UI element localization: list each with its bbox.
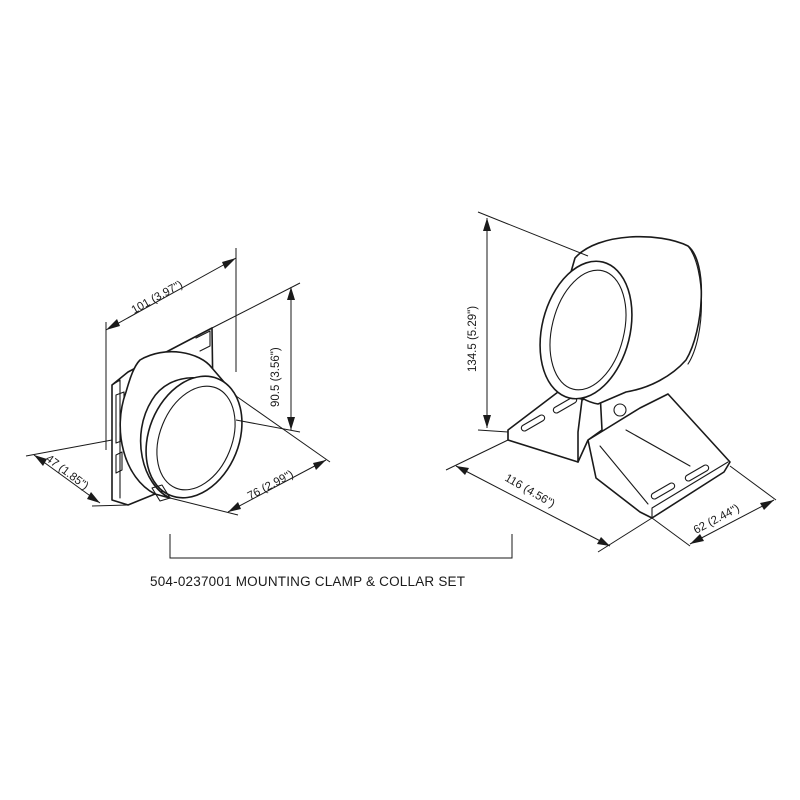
collar-height-dimension: 90.5 (3.56") — [211, 282, 301, 433]
part-caption: 504-0237001 MOUNTING CLAMP & COLLAR SET — [150, 574, 465, 589]
dim-line — [227, 459, 327, 513]
collar-front-ring-inner — [156, 385, 236, 491]
ext-line — [597, 517, 653, 553]
collar-part — [111, 327, 243, 506]
clamp-ring-back-edge — [687, 245, 703, 365]
clamp-width-label: 62 (2.44") — [692, 502, 742, 536]
clamp-right-foot — [587, 393, 731, 519]
clamp-height-label: 134.5 (5.29") — [467, 306, 479, 372]
clamp-right-foot-web — [599, 445, 649, 505]
arrowhead — [287, 417, 295, 430]
set-bracket — [169, 534, 513, 559]
collar-width-label: 101 (3.97") — [130, 279, 185, 317]
clamp-part — [507, 235, 731, 519]
collar-height-label: 90.5 (3.56") — [270, 347, 282, 407]
ext-line — [477, 429, 509, 433]
clamp-slot — [650, 482, 676, 500]
ext-line — [651, 517, 691, 547]
clamp-right-foot-web — [625, 429, 691, 467]
ext-line — [729, 465, 777, 501]
ext-line — [445, 439, 509, 471]
dim-line — [105, 257, 237, 331]
arrowhead — [760, 500, 774, 510]
collar-front-ring-outer — [145, 375, 243, 499]
clamp-bolt — [613, 403, 627, 417]
clamp-slot — [520, 414, 546, 432]
arrowhead — [106, 319, 120, 330]
arrowhead — [287, 287, 295, 300]
ext-line — [169, 497, 239, 516]
dim-line — [455, 465, 611, 547]
clamp-slot — [684, 464, 710, 482]
arrowhead — [483, 218, 491, 231]
collar-diameter-label: 76 (2.99") — [246, 468, 296, 502]
ext-line — [235, 419, 301, 433]
arrowhead — [34, 455, 47, 466]
clamp-right-foot-edge — [651, 461, 729, 519]
ext-line — [211, 282, 301, 329]
collar-depth-label: 47 (1.85") — [43, 453, 90, 493]
ext-line — [477, 211, 589, 257]
arrowhead — [222, 258, 236, 269]
arrowhead — [87, 492, 100, 503]
arrowhead — [690, 534, 704, 544]
ext-line — [235, 395, 331, 463]
dim-line — [689, 499, 775, 545]
arrowhead — [597, 537, 610, 546]
collar-flange-edge — [111, 379, 121, 499]
collar-flange-tab-top — [195, 330, 211, 352]
arrowhead — [228, 502, 241, 512]
arrowhead — [483, 415, 491, 428]
clamp-ring-front-inner — [549, 269, 627, 391]
ext-line — [91, 504, 129, 507]
arrowhead — [456, 466, 469, 475]
collar-tube-body — [119, 350, 237, 499]
ext-line — [25, 439, 113, 457]
arrowhead — [313, 460, 326, 470]
clamp-height-dimension: 134.5 (5.29") — [467, 211, 589, 433]
dim-line — [33, 454, 101, 504]
